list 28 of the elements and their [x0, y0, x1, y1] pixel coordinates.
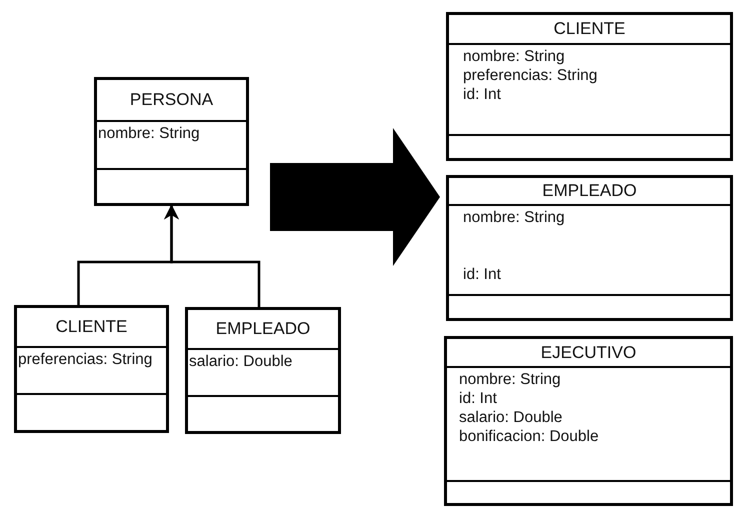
attribute-text: nombre: String [463, 47, 565, 66]
class-name: EMPLEADO [542, 181, 637, 201]
attribute-text: bonificacion: Double [459, 427, 599, 446]
attribute-text: preferencias: String [463, 66, 598, 85]
inheritance-arrow [164, 204, 260, 307]
attribute-text: nombre: String [98, 124, 200, 143]
attribute-text: salario: Double [459, 408, 562, 427]
class-box [446, 175, 733, 321]
attribute-text: id: Int [463, 265, 501, 284]
attribute-text: id: Int [459, 389, 497, 408]
class-box [446, 12, 733, 161]
class-name: EJECUTIVO [540, 342, 636, 362]
block-arrow [270, 128, 440, 266]
attribute-text: id: Int [463, 85, 501, 104]
class-diagram-figure [442, 10, 735, 508]
attribute-text: nombre: String [463, 208, 565, 227]
class-box [94, 77, 249, 206]
attribute-text: nombre: String [459, 370, 561, 389]
class-name: CLIENTE [56, 317, 128, 337]
attribute-text: salario: Double [189, 352, 292, 371]
class-name: PERSONA [130, 90, 214, 110]
class-box [185, 307, 341, 434]
class-box [14, 305, 169, 433]
attribute-text: preferencias: String [18, 350, 152, 369]
class-box [444, 336, 733, 506]
class-name: CLIENTE [554, 19, 626, 39]
class-name: EMPLEADO [216, 319, 310, 339]
class-diagram-figure [12, 75, 343, 436]
